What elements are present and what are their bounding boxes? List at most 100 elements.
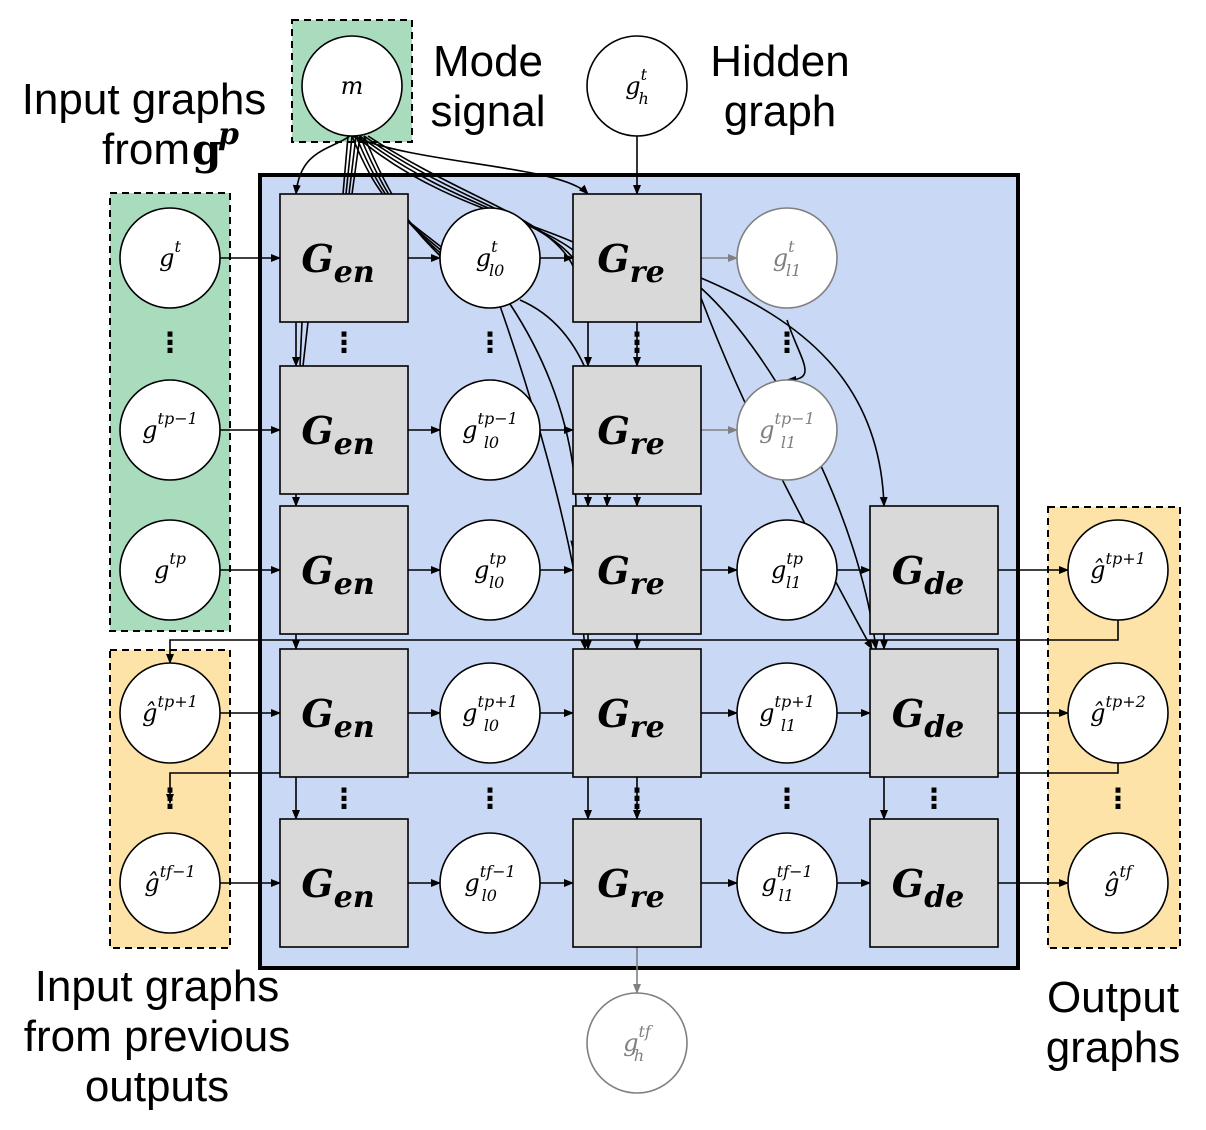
hidden-graph-label: Hidden graph [710,37,849,136]
edge-mode-to-encoder [292,135,351,195]
recurrent-block-5: Gre [572,818,702,948]
output-graphs-label: Output graphs [1046,973,1181,1072]
recurrent-block-1: Gre [572,193,702,323]
input-graph-node-5: ĝtf−1 [119,832,221,934]
edge-mode-into-encoder-1 [342,135,349,195]
vertical-ellipsis-lower-2: ⋮ [330,783,358,814]
edge-mode-into-encoder-4 [351,135,361,195]
encoder-block-3-label: Gen [301,548,374,602]
encoder-block-2-label: Gen [301,408,374,462]
decoder-block-4-label: Gde [892,691,965,745]
encoder-block-4-label: Gen [301,691,374,745]
input-graphs-gp-line-1: Input graphs [22,75,267,124]
recurrent-block-3: Gre [572,505,702,635]
vertical-ellipsis-lower-3: ⋮ [476,783,504,814]
output-graph-node-3-label: ĝtf [1104,862,1135,897]
edge-feedback-output-1 [166,620,1119,664]
encoder-block-2: Gen [279,365,409,495]
input-graphs-gp-sup: p [218,117,239,152]
mode-signal-line-1: Mode [433,37,543,86]
input-previous-line-3: outputs [85,1062,229,1111]
input-graph-node-5-label: ĝtf−1 [144,862,195,897]
recurrent-block-5-label: Gre [597,861,664,915]
mode-signal-label: Mode signal [431,37,546,136]
input-graphs-gp-label: Input graphs from g p [22,75,267,174]
decoder-block-4: Gde [869,648,999,778]
edge-mode-to-recurrent [351,135,589,195]
input-graph-node-2-label: gtp−1 [142,409,198,444]
edge-mode-into-recurrent-1 [355,135,574,243]
edge-recurrent-down-l1 [786,319,806,384]
input-previous-label: Input graphs from previous outputs [24,962,291,1111]
edge-mode-into-recurrent-4 [367,135,574,267]
input-graph-node-1-label: gt [159,237,181,272]
vertical-ellipsis-lower-1: ⋮ [156,783,184,814]
input-graph-node-2: gtp−1 [119,379,221,481]
output-graph-node-1-label: ĝtp+1 [1090,549,1146,584]
recurrent-block-1-label: Gre [597,236,664,290]
decoder-block-5-label: Gde [892,861,965,915]
mode-signal-node-label: m [341,72,364,100]
vertical-ellipsis-upper-3: ⋮ [476,327,504,358]
recurrent-block-2-label: Gre [597,408,664,462]
recurrent-block-4-label: Gre [597,691,664,745]
encoder-block-5: Gen [279,818,409,948]
vertical-ellipsis-upper-5: ⋮ [773,327,801,358]
edge-mode-into-encoder-2 [345,135,353,195]
output-graph-node-2-label: ĝtp+2 [1090,692,1146,727]
edge-recurrent-to-decoder-row3 [700,277,888,507]
output-graph-node-1: ĝtp+1 [1067,519,1169,621]
vertical-ellipsis-upper-4: ⋮ [623,327,651,358]
recurrent-block-3-label: Gre [597,548,664,602]
input-graph-node-1: gt [119,207,221,309]
edge-mode-into-recurrent-2 [359,135,574,251]
vertical-ellipsis-lower-5: ⋮ [773,783,801,814]
decoder-block-3: Gde [869,505,999,635]
vertical-ellipsis-upper-2: ⋮ [330,327,358,358]
mode-signal-node: m [301,35,403,137]
decoder-block-3-label: Gde [892,548,965,602]
encoder-block-4: Gen [279,648,409,778]
output-graphs-line-1: Output [1047,973,1179,1022]
edge-mode-into-recurrent-3 [363,135,574,259]
output-graph-node-2: ĝtp+2 [1067,662,1169,764]
hidden-graph-line-2: graph [724,87,837,136]
input-previous-line-1: Input graphs [35,962,280,1011]
input-graph-node-4-label: ĝtp+1 [142,692,198,727]
mode-signal-line-2: signal [431,87,546,136]
encoder-block-5-label: Gen [301,861,374,915]
vertical-ellipsis-lower-7: ⋮ [1104,783,1132,814]
output-graphs-line-2: graphs [1046,1023,1181,1072]
recurrent-block-4: Gre [572,648,702,778]
encoder-block-3: Gen [279,505,409,635]
vertical-ellipsis-upper-1: ⋮ [156,327,184,358]
input-graph-node-3: gtp [119,519,221,621]
encoder-block-1-label: Gen [301,236,374,290]
input-graph-node-4: ĝtp+1 [119,662,221,764]
input-graph-node-3-label: gtp [154,549,186,584]
edge-encoder-chain-extra-b [302,321,309,367]
input-graphs-gp-symbol: g [192,125,221,174]
edge-mode-into-encoder-3 [348,135,357,195]
